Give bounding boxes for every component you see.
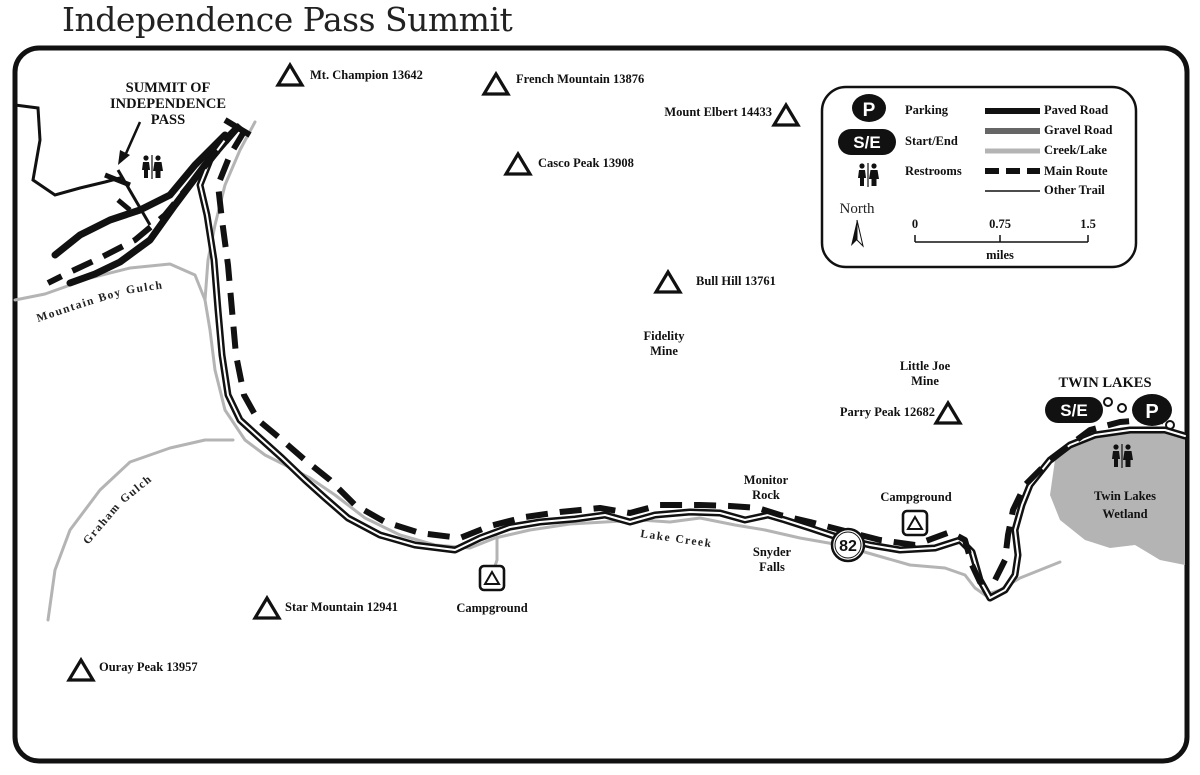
peak-triangle-icon <box>504 152 532 176</box>
monitor-rock-line1: Monitor <box>744 473 789 487</box>
campground-label-west: Campground <box>456 601 527 615</box>
little-joe-mine-line1: Little Joe <box>900 359 951 373</box>
peak-triangle-icon <box>67 658 95 682</box>
legend-parking: Parking <box>905 103 949 117</box>
peak-casco: Casco Peak 13908 <box>538 156 634 170</box>
highway-82-shield: 82 <box>830 527 866 563</box>
legend-paved-road: Paved Road <box>1044 103 1108 117</box>
summit-label-line3: PASS <box>151 112 185 128</box>
legend-north: North <box>840 201 875 217</box>
scale-end: 1.5 <box>1080 217 1096 231</box>
peak-triangle-icon <box>482 72 510 96</box>
campground-icon <box>901 509 929 537</box>
peak-triangle-icon <box>276 63 304 87</box>
little-joe-mine-line2: Mine <box>911 374 939 388</box>
peak-triangle-icon <box>772 103 800 127</box>
legend: P Parking S/E Start/End Restrooms Paved … <box>820 85 1138 269</box>
campground-label-east: Campground <box>880 490 951 504</box>
scale-bar <box>914 235 1089 243</box>
map-frame <box>12 45 1190 764</box>
snyder-falls-line1: Snyder <box>753 545 792 559</box>
peak-triangle-icon <box>934 401 962 425</box>
peak-ouray: Ouray Peak 13957 <box>99 660 198 674</box>
legend-restrooms: Restrooms <box>905 164 962 178</box>
lake-creek-label: Lake Creek <box>640 528 714 550</box>
twin-lakes-restroom-icon <box>1112 444 1133 468</box>
wetland-label-line2: Wetland <box>1102 507 1147 521</box>
north-arrow-icon <box>851 219 864 248</box>
other-trail <box>13 103 122 197</box>
peak-star: Star Mountain 12941 <box>285 600 398 614</box>
mountain-boy-gulch-label: Mountain Boy Gulch <box>35 279 164 325</box>
summit-restroom-icon <box>142 155 163 179</box>
peak-bull: Bull Hill 13761 <box>696 274 776 288</box>
summit-pointer-arrow <box>122 121 142 159</box>
legend-gravel-road: Gravel Road <box>1044 123 1112 137</box>
fidelity-mine-line2: Mine <box>650 344 678 358</box>
summit-label-line2: INDEPENDENCE <box>110 96 226 112</box>
svg-text:P: P <box>1145 401 1158 423</box>
twin-lakes-wetland <box>1050 428 1185 565</box>
legend-other-trail: Other Trail <box>1044 183 1105 197</box>
legend-start-end: Start/End <box>905 134 958 148</box>
monitor-rock-line2: Rock <box>752 488 780 502</box>
snyder-falls-line2: Falls <box>759 560 785 574</box>
svg-text:S/E: S/E <box>853 133 880 152</box>
scale-0: 0 <box>912 217 918 231</box>
svg-text:S/E: S/E <box>1060 401 1087 420</box>
map-title: Independence Pass Summit <box>62 0 513 39</box>
legend-creek-lake: Creek/Lake <box>1044 143 1107 157</box>
peak-triangle-icon <box>654 270 682 294</box>
main-route <box>46 123 1176 585</box>
legend-parking-badge: P <box>852 94 886 122</box>
scale-mid: 0.75 <box>989 217 1011 231</box>
legend-main-route: Main Route <box>1044 164 1108 178</box>
peak-elbert: Mount Elbert 14433 <box>664 105 772 119</box>
twin-lakes-label: TWIN LAKES <box>1058 375 1151 391</box>
peak-champion: Mt. Champion 13642 <box>310 68 423 82</box>
wetland-label-line1: Twin Lakes <box>1094 489 1156 503</box>
scale-unit: miles <box>986 248 1014 262</box>
legend-start-end-badge: S/E <box>838 129 896 155</box>
twin-lakes-start-end-badge: S/E <box>1045 397 1103 423</box>
peak-triangle-icon <box>253 596 281 620</box>
legend-restroom-icon <box>858 163 879 187</box>
peak-french: French Mountain 13876 <box>516 72 644 86</box>
svg-text:82: 82 <box>839 538 857 555</box>
summit-label-line1: SUMMIT OF <box>126 80 211 96</box>
campground-icon <box>478 564 506 592</box>
fidelity-mine-line1: Fidelity <box>644 329 686 343</box>
graham-gulch-label: Graham Gulch <box>81 473 155 547</box>
twin-lakes-parking-badge: P <box>1132 394 1172 426</box>
svg-text:P: P <box>863 100 876 121</box>
peak-parry: Parry Peak 12682 <box>840 405 935 419</box>
